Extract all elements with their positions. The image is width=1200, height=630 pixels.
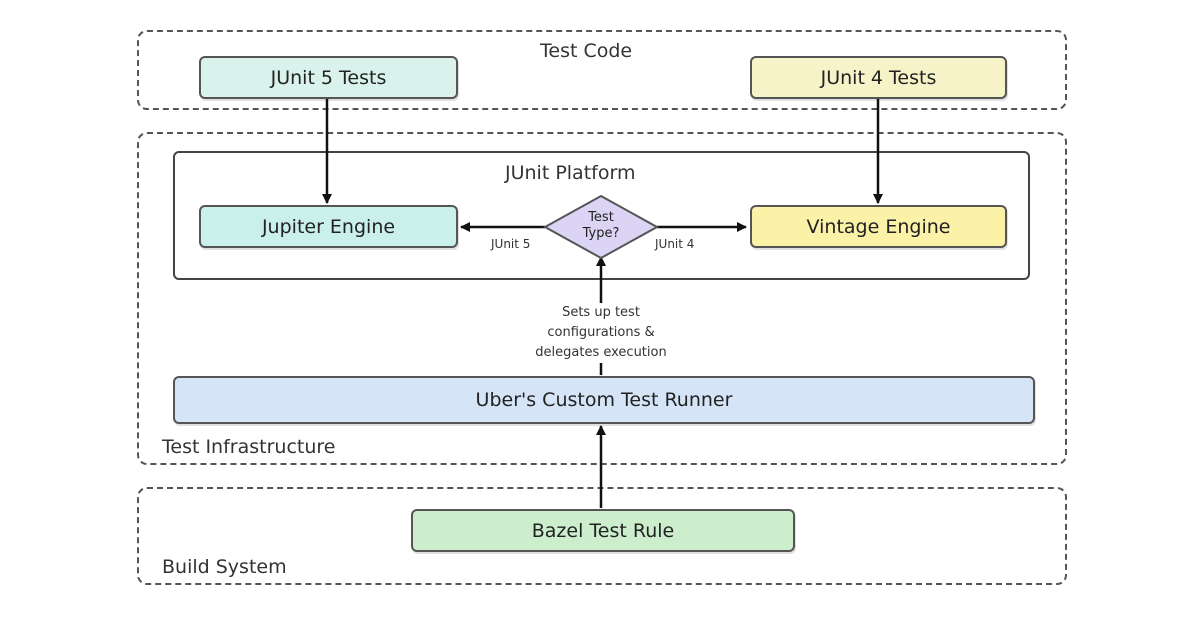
runner-edge-label-line1: Sets up test [562, 305, 640, 320]
group-test-code [137, 30, 1067, 110]
decision-label-line2: Type? [582, 226, 620, 241]
decision-label: Test Type? [546, 210, 656, 242]
decision-label-line1: Test [588, 210, 614, 225]
edge-label-junit5: JUnit 5 [491, 237, 531, 251]
vintage-engine-node: Vintage Engine [750, 205, 1007, 248]
group-label-test-infrastructure: Test Infrastructure [162, 436, 336, 458]
group-label-test-code: Test Code [540, 40, 633, 62]
junit4-tests-node: JUnit 4 Tests [750, 56, 1007, 99]
junit-platform-title: JUnit Platform [505, 162, 636, 184]
runner-edge-label-line2: configurations & [547, 325, 655, 340]
runner-edge-label-line3: delegates execution [535, 345, 667, 360]
decision-diamond [542, 194, 660, 260]
runner-edge-label: Sets up test configurations & delegates … [491, 303, 711, 363]
group-label-build-system: Build System [162, 556, 287, 578]
edge-label-junit4: JUnit 4 [655, 237, 695, 251]
bazel-test-rule-node: Bazel Test Rule [411, 509, 795, 552]
junit5-tests-node: JUnit 5 Tests [199, 56, 458, 99]
custom-test-runner-node: Uber's Custom Test Runner [173, 376, 1035, 424]
jupiter-engine-node: Jupiter Engine [199, 205, 458, 248]
